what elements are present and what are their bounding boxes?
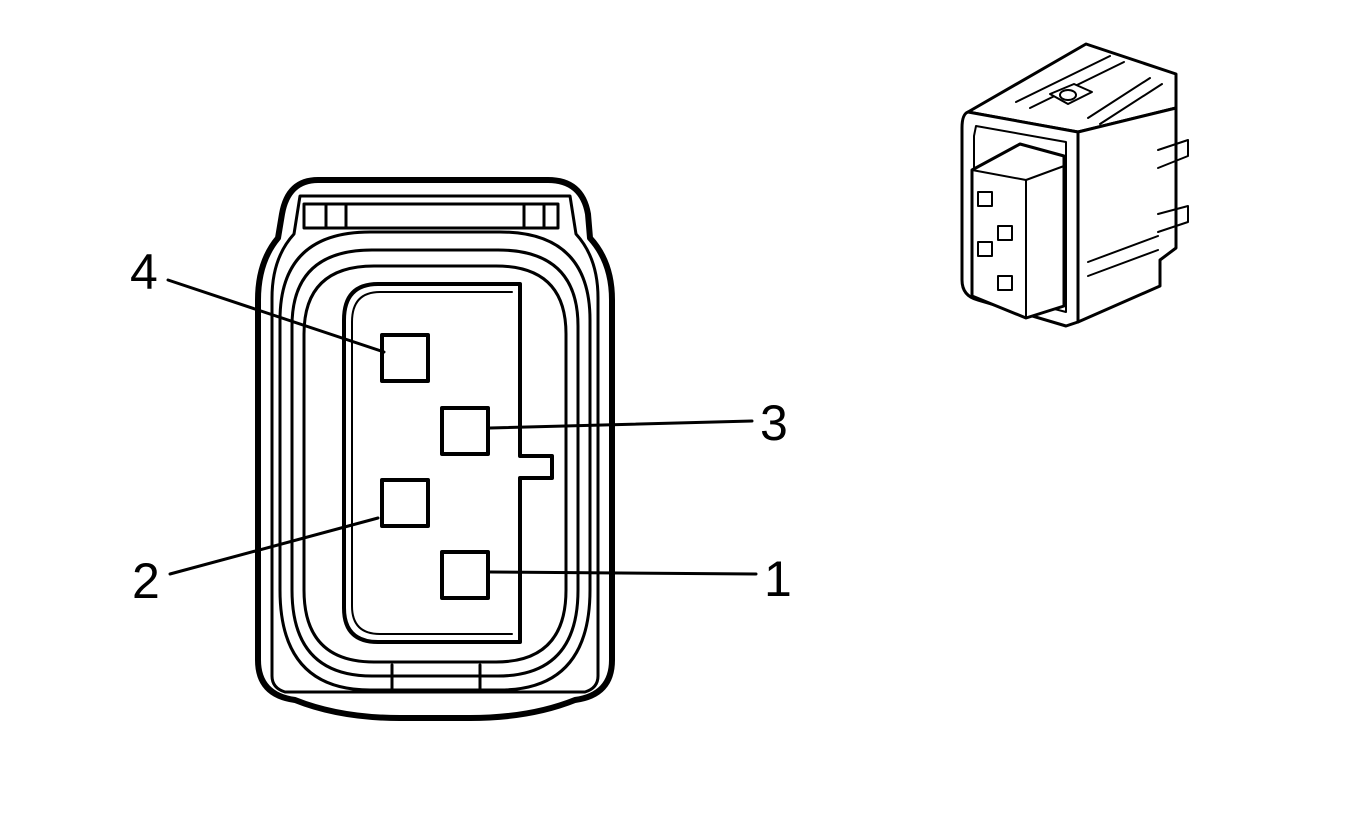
iso-plug-face [970, 142, 1066, 320]
seal-ring-outer [278, 230, 592, 692]
pin-label-4: 4 [130, 244, 158, 300]
pin-label-1: 1 [764, 551, 792, 607]
connector-face-view: 4 3 2 1 [130, 177, 792, 721]
pin-cavity-1 [440, 550, 490, 600]
housing-outer-shell [255, 177, 615, 721]
connector-isometric-view [960, 42, 1189, 328]
pin-cavity-3 [440, 406, 490, 456]
iso-latch-tab [1049, 83, 1093, 105]
terminal-insert [342, 282, 554, 644]
bottom-notch [390, 663, 482, 694]
iso-pin-hole-1 [997, 275, 1013, 291]
iso-pin-hole-2 [977, 241, 993, 257]
iso-side-face [1076, 106, 1178, 324]
iso-pin-hole-4 [977, 191, 993, 207]
pin-cavity-4 [380, 333, 430, 383]
leader-line-4 [166, 278, 386, 354]
top-latch-window [302, 202, 560, 230]
iso-pin-hole-3 [997, 225, 1013, 241]
pin-label-2: 2 [132, 553, 160, 609]
pin-label-3: 3 [760, 395, 788, 451]
terminal-insert-inner-edge [351, 291, 513, 635]
leader-line-2 [168, 516, 380, 576]
seal-ring-inner [302, 264, 568, 664]
housing-inner-shell [270, 194, 600, 694]
leader-line-3 [488, 419, 754, 430]
seal-ring-middle [290, 248, 580, 678]
pin-cavity-2 [380, 478, 430, 528]
leader-line-1 [488, 570, 758, 576]
